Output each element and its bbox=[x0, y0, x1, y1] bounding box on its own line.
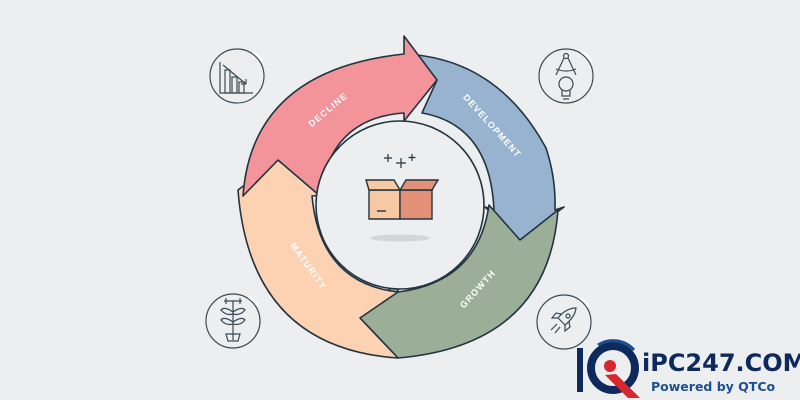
ipc247-logo: iPC247.COM Powered by QTCo bbox=[577, 339, 800, 398]
cycle-ring bbox=[237, 35, 565, 359]
plant-icon bbox=[205, 293, 261, 349]
logo-text: iPC247.COM bbox=[642, 349, 800, 377]
logo-mark bbox=[577, 339, 640, 398]
rocket-icon bbox=[536, 294, 592, 350]
segment-development bbox=[403, 53, 565, 241]
logo-tagline: Powered by QTCo bbox=[651, 379, 775, 394]
compass-lightbulb-icon bbox=[538, 48, 594, 104]
declining-chart-icon bbox=[209, 48, 265, 104]
product-box-icon bbox=[365, 154, 440, 242]
